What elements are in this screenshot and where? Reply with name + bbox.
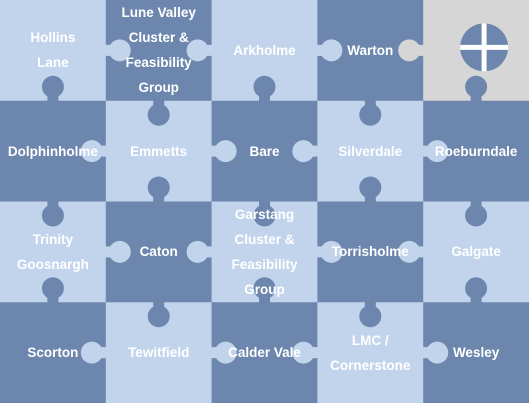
puzzle-knob bbox=[147, 98, 170, 126]
puzzle-knob bbox=[421, 140, 449, 163]
puzzle-knob bbox=[398, 240, 426, 263]
puzzle-knob bbox=[359, 98, 382, 126]
puzzle-knob bbox=[253, 277, 276, 305]
puzzle-knob bbox=[359, 300, 382, 328]
puzzle-knob bbox=[465, 277, 488, 305]
puzzle-knob bbox=[315, 240, 343, 263]
puzzle-knob bbox=[253, 199, 276, 227]
puzzle-knob bbox=[41, 199, 64, 227]
puzzle-knob bbox=[359, 176, 382, 204]
puzzle-knob bbox=[315, 39, 343, 62]
puzzle-knob bbox=[80, 341, 108, 364]
puzzle-knob bbox=[80, 140, 108, 163]
puzzle-knob bbox=[41, 75, 64, 103]
puzzle-knob bbox=[103, 240, 131, 263]
puzzle-knob bbox=[292, 341, 320, 364]
puzzle-knob bbox=[186, 240, 214, 263]
puzzle-knob bbox=[147, 176, 170, 204]
puzzle-knob bbox=[398, 39, 426, 62]
puzzle-knob bbox=[209, 341, 237, 364]
puzzle-knob bbox=[209, 140, 237, 163]
puzzle-knob bbox=[465, 75, 488, 103]
puzzle-knob bbox=[253, 75, 276, 103]
puzzle-knob bbox=[292, 140, 320, 163]
puzzle-knob bbox=[421, 341, 449, 364]
puzzle-knob bbox=[465, 199, 488, 227]
puzzle-knob bbox=[103, 39, 131, 62]
puzzle-knob bbox=[41, 277, 64, 305]
cross-icon bbox=[460, 23, 509, 72]
puzzle-knob bbox=[147, 300, 170, 328]
puzzle-knob bbox=[186, 39, 214, 62]
